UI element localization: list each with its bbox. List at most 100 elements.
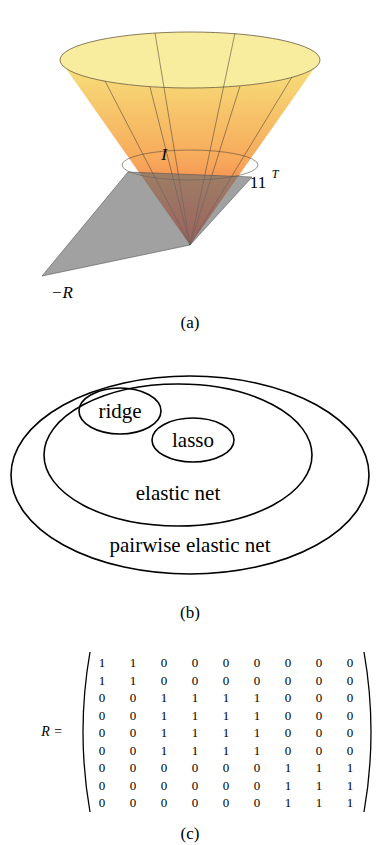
matrix-cell: 0 [285, 743, 292, 756]
matrix-cell: 0 [161, 778, 168, 791]
matrix-cell: 0 [130, 761, 137, 774]
left-paren [83, 652, 90, 812]
matrix-cell: 0 [161, 673, 168, 686]
inner-ellipse: elastic net ridge lasso [43, 383, 313, 527]
matrix-cell: 0 [130, 708, 137, 721]
axis-label: −R [51, 284, 73, 301]
matrix-cell: 0 [99, 708, 106, 721]
matrix-cell: 1 [192, 726, 199, 739]
panel-label: (a) [181, 314, 200, 331]
matrix-cell: 1 [161, 708, 168, 721]
matrix-cell: 1 [161, 726, 168, 739]
matrix-cell: 0 [316, 726, 323, 739]
matrix-cell: 0 [285, 656, 292, 669]
set-label: elastic net [136, 483, 221, 504]
matrix-cell: 0 [347, 708, 354, 721]
matrix-cell: 0 [316, 656, 323, 669]
matrix-cell: 0 [192, 778, 199, 791]
matrix-cell: 0 [316, 673, 323, 686]
matrix-cell: 0 [254, 778, 261, 791]
matrix-cell: 0 [223, 796, 230, 809]
matrix-cell: 0 [285, 726, 292, 739]
matrix-cell: 0 [99, 778, 106, 791]
matrix-cell: 0 [316, 708, 323, 721]
matrix-cell: 1 [347, 796, 354, 809]
matrix-cell: 0 [99, 691, 106, 704]
matrix-cell: 0 [223, 673, 230, 686]
matrix-cell: 0 [192, 796, 199, 809]
matrix-name: R = [41, 725, 63, 739]
matrix-cell: 1 [347, 761, 354, 774]
matrix-cell: 1 [285, 778, 292, 791]
matrix-cell: 1 [254, 708, 261, 721]
matrix-cell: 0 [161, 761, 168, 774]
axis-label: 11 [250, 174, 266, 191]
matrix-cell: 0 [254, 761, 261, 774]
ellipse: ridge [78, 387, 162, 435]
matrix-cell: 0 [254, 796, 261, 809]
matrix-cell: 0 [130, 743, 137, 756]
matrix-cell: 1 [316, 778, 323, 791]
matrix-cell: 1 [99, 656, 106, 669]
matrix-cell: 0 [254, 673, 261, 686]
matrix-cell: 1 [223, 691, 230, 704]
matrix-cell: 0 [347, 726, 354, 739]
matrix-cell: 0 [223, 761, 230, 774]
matrix-cell: 1 [254, 691, 261, 704]
matrix-cell: 1 [161, 743, 168, 756]
panel-label: (b) [180, 604, 200, 621]
matrix-cell: 0 [161, 656, 168, 669]
matrix-cell: 1 [130, 656, 137, 669]
matrix-cell: 0 [130, 796, 137, 809]
ellipse: lasso [151, 417, 235, 463]
matrix-cell: 1 [347, 778, 354, 791]
matrix-cell: 1 [316, 796, 323, 809]
right-paren [364, 652, 371, 812]
matrix-cell: 0 [99, 743, 106, 756]
matrix-cell: 1 [99, 673, 106, 686]
matrix-cell: 0 [161, 796, 168, 809]
panel-label: (c) [181, 825, 200, 842]
matrix-cell: 0 [223, 778, 230, 791]
matrix-cell: 0 [285, 691, 292, 704]
matrix-cell: 0 [223, 656, 230, 669]
matrix-cell: 0 [99, 761, 106, 774]
matrix-cell: 0 [99, 726, 106, 739]
matrix-cell: 0 [130, 726, 137, 739]
matrix-cell: 0 [347, 743, 354, 756]
matrix-cell: 1 [285, 761, 292, 774]
outer-ellipse: pairwise elastic net elastic net ridge lass… [10, 375, 370, 575]
superscript: T [272, 168, 279, 180]
matrix-cell: 0 [347, 691, 354, 704]
set-label: ridge [98, 401, 141, 422]
matrix-cell: 0 [99, 796, 106, 809]
matrix-cell: 1 [223, 743, 230, 756]
matrix-cell: 1 [316, 761, 323, 774]
ellipse-outline [43, 383, 313, 527]
matrix-cell: 1 [161, 691, 168, 704]
matrix-cell: 0 [347, 656, 354, 669]
matrix-cell: 0 [285, 673, 292, 686]
matrix-cell: 1 [254, 743, 261, 756]
matrix-cell: 1 [223, 726, 230, 739]
plane [42, 172, 252, 276]
matrix-cell: 0 [192, 761, 199, 774]
matrix-cell: 0 [316, 743, 323, 756]
matrix-cell: 0 [192, 673, 199, 686]
matrix-cell: 1 [130, 673, 137, 686]
matrix-cell: 0 [347, 673, 354, 686]
set-label: lasso [172, 430, 214, 451]
matrix-cell: 1 [223, 708, 230, 721]
matrix-cell: 0 [285, 708, 292, 721]
matrix-cell: 0 [192, 656, 199, 669]
matrix-cell: 0 [130, 778, 137, 791]
matrix-cell: 1 [192, 743, 199, 756]
axis-label: I [161, 146, 167, 163]
matrix-cell: 1 [254, 726, 261, 739]
matrix-cell: 0 [254, 656, 261, 669]
matrix-cell: 1 [285, 796, 292, 809]
matrix-cell: 1 [192, 691, 199, 704]
cone-rim [60, 32, 320, 88]
set-label: pairwise elastic net [110, 535, 271, 556]
